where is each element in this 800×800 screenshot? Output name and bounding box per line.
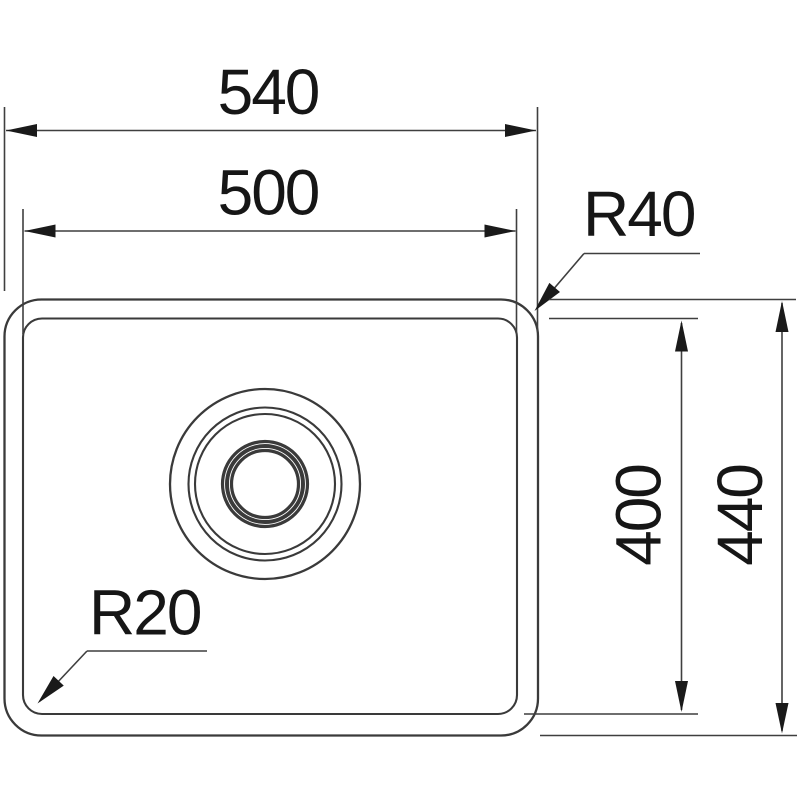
drain-basket-circle-outer: [220, 439, 310, 529]
dimension-label-440: 440: [704, 465, 776, 566]
drain-ring-circle-1: [187, 406, 343, 562]
arrowhead-400-bottom: [675, 681, 688, 712]
arrowhead-r40: [534, 282, 560, 311]
arrowhead-540-right: [505, 124, 536, 137]
drain-outer-circle: [168, 387, 362, 581]
drain-basket-circle-mid: [225, 444, 305, 524]
arrowhead-440-top: [775, 301, 789, 332]
drain-basket-circle-inner: [229, 448, 301, 520]
arrowhead-440-bottom: [775, 703, 789, 734]
drain-circles: [168, 387, 362, 581]
dimension-label-540: 540: [218, 56, 319, 128]
sink-outer-rect: [3, 298, 540, 737]
drain-ring-circle-2: [193, 412, 337, 556]
leader-r20: R20: [37, 577, 207, 704]
arrowhead-400-top: [675, 320, 688, 352]
arrowhead-540-left: [6, 124, 37, 137]
radius-label-r40: R40: [583, 178, 695, 250]
radius-label-r20: R20: [89, 577, 201, 649]
arrowhead-r20: [37, 676, 64, 704]
arrowhead-500-right: [484, 224, 516, 238]
leader-r40: R40: [534, 178, 700, 311]
dimension-400: 400: [524, 317, 698, 715]
sink-outline: [3, 298, 540, 737]
sink-inner-rect: [21, 317, 519, 716]
dimension-500: 500: [22, 157, 518, 334]
dimension-440: 440: [540, 298, 797, 737]
arrowhead-500-left: [24, 224, 56, 238]
dimension-label-500: 500: [218, 157, 319, 229]
dimension-label-400: 400: [603, 465, 675, 566]
dimension-540: 540: [3, 56, 539, 332]
